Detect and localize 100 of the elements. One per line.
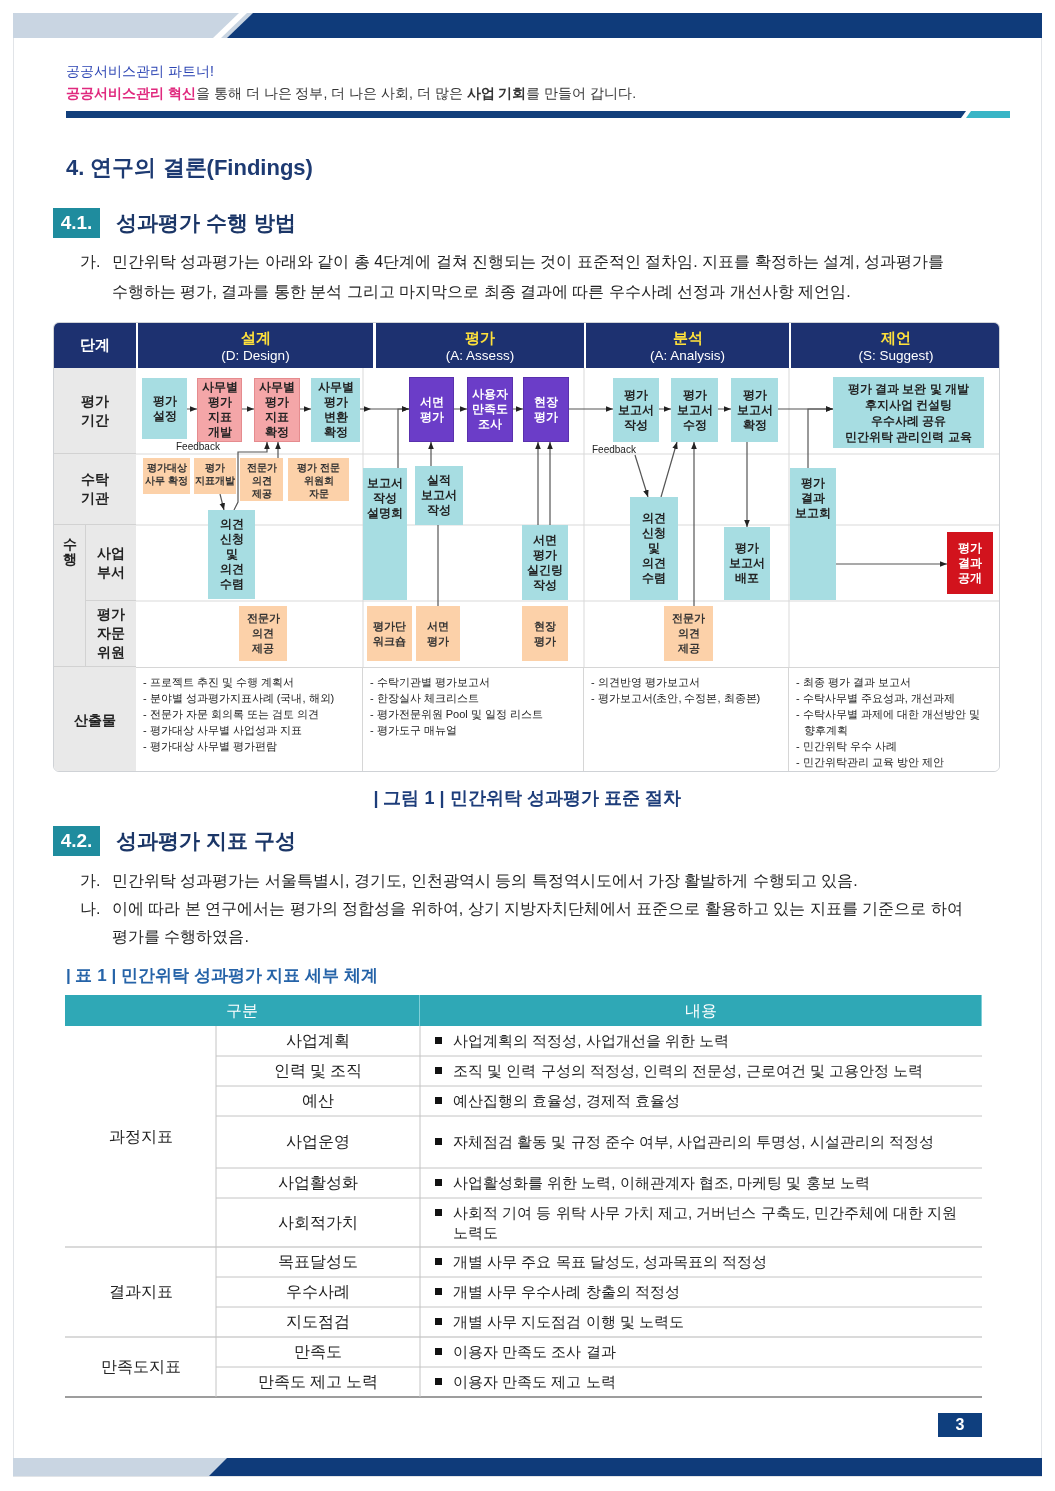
indicator-description: 개별 사무 우수사례 창출의 적정성 [453,1282,680,1302]
feedback-label: Feedback [176,441,220,452]
indicator-description: 개별 사무 지도점검 이행 및 노력도 [453,1312,684,1332]
arrow [512,406,524,412]
feedback-label: Feedback [592,444,641,455]
process-box [416,606,460,661]
box-label: 사무별 평가 지표 개발 [200,380,239,440]
lane-label: 평가 자문 위원 [96,605,126,662]
indicator-name: 사회적가치 [278,1212,358,1233]
category-label: 과정지표 [108,1126,173,1147]
output-item: - 분야별 성과평가지표사례 (국내, 해외) [143,691,335,706]
connector-line [437,524,439,607]
box-label: 의견 신청 및 의견 수렴 [641,511,667,586]
category-label: 만족도지표 [100,1357,181,1377]
arrow [275,441,281,459]
process-box [522,525,568,600]
arrow [233,441,270,511]
output-cell [363,667,584,771]
box-label: 평가단 워크숍 [372,618,407,649]
box-label: 실적 보고서 작성 [420,473,458,518]
process-box [947,532,993,594]
box-label: 전문가 의견 제공 [245,611,281,656]
paragraph: 민간위탁 성과평가는 아래와 같이 총 4단계에 걸쳐 진행되는 것이 표준적인 절차임. 지표를 확정하는 설계, 성과평가를 수행하는 평가, 결과를 통한 분석 그리고 마지막으로 최종 결과에 따른 우수사례 선정과 개선사항 제언임. [112,252,946,302]
lane-header [54,667,136,771]
table-header-cell: 내용 [420,995,982,1026]
indicator-name: 사업활성화 [278,1173,358,1193]
output-item: - 민간위탁관리 교육 방안 제안 [796,755,944,770]
list-marker: 나. [80,899,101,919]
stage-header [586,323,789,368]
box-label: 평가 결과 보고회 [794,476,832,522]
lane-label: 산출물 [74,710,116,730]
stage-header [138,323,373,368]
tagline-heading: 공공서비스관리 파트너! [66,62,214,80]
arrow [241,406,255,412]
table-caption: | 표 1 | 민간위탁 성과평가 지표 세부 체계 [66,965,378,987]
output-item: - 평가대상 사무별 평가편람 [143,739,277,754]
process-box [363,468,407,600]
process-box [522,606,568,661]
lane-label: 평가 기간 [80,391,110,430]
paragraph: 민간위탁 성과평가는 서울특별시, 경기도, 인천광역시 등의 특정역시도에서 가장 활발하게 수행되고 있음. [112,871,859,891]
category-label: 결과지표 [108,1282,173,1302]
arrow [717,406,732,412]
output-item: - 한장실사 체크리스트 [370,691,479,706]
arrow [299,406,312,412]
stage-subtitle: (A: Assess) [445,346,515,364]
process-box [664,606,713,661]
output-item: - 수탁사무별 주요성과, 개선과제 [796,691,955,706]
box-label: 사무별 평가 변환 확정 [316,380,355,440]
lane-header [54,525,86,667]
process-box [671,378,718,442]
box-label: 민간위탁 관리인력 교육 [845,429,972,445]
stage-title: 제언 [881,327,911,347]
lane-label: 수탁 기관 [80,470,110,508]
process-box [630,497,678,600]
lane-label: 수행 [62,537,77,570]
box-label: 평가 보고서 작성 [617,387,655,433]
stage-header [54,323,136,368]
box-label: 평가 보고서 수정 [675,387,714,433]
indicator-description: 사업계획의 적정성, 사업개선을 위한 노력 [453,1031,729,1051]
output-item: - 민간위탁 우수 사례 [796,739,897,754]
arrow [186,406,198,412]
indicator-description: 자체점검 활동 및 규정 준수 여부, 사업관리의 투명성, 시설관리의 적정성 [453,1132,934,1152]
process-box [208,510,255,599]
indicator-name: 목표달성도 [278,1252,358,1272]
stage-title: 설계 [240,327,271,347]
page-number: 3 [938,1413,982,1437]
box-label: 평가 설정 [151,393,178,424]
process-box [367,606,412,661]
indicator-description: 이용자 만족도 조사 결과 [453,1342,616,1362]
arrow [547,441,553,526]
stage-header [791,323,999,368]
process-box [790,468,836,600]
arrow [691,441,697,607]
output-item: - 프로젝트 추진 및 수행 계획서 [143,675,294,690]
process-box [613,378,659,442]
output-item: - 최종 평가 결과 보고서 [796,675,911,690]
box-label: 의견 신청 및 의견 수렴 [218,517,245,592]
indicator-description: 예산집행의 효율성, 경제적 효율성 [453,1091,680,1111]
arrow [535,441,541,526]
list-marker: 가. [80,871,101,891]
indicator-description: 조직 및 인력 구성의 적정성, 인력의 전문성, 근로여건 및 고용안정 노력 [453,1061,923,1081]
lane-header [54,368,136,454]
box-label: 평가 결과 보완 및 개발 [848,381,969,397]
box-label: 전문가 의견 제공 [671,611,706,656]
stage-subtitle: (S: Suggest) [858,346,934,364]
box-label: 평가 보고서 배포 [728,541,766,586]
section-heading: 성과평가 지표 구성 [116,828,296,854]
indicator-description: 사회적 기여 등 위탁 사무 가치 제고, 거버넌스 구축도, 민간주체에 대한 지원 노력도 [453,1202,959,1243]
lane-label: 사업 부서 [96,543,126,582]
process-box [731,378,778,442]
arrow [397,406,410,469]
arrow [634,454,649,498]
arrow [835,561,948,567]
arrow [658,406,672,412]
output-item: - 전문가 자문 회의록 또는 검토 의견 [143,707,319,722]
section-heading: 성과평가 수행 방법 [116,210,296,236]
process-box [288,458,349,501]
indicator-description: 개별 사무 주요 목표 달성도, 성과목표의 적정성 [453,1252,768,1272]
box-label: 평가 전문 위원회 자문 [296,461,341,500]
box-label: 보고서 작성 설명회 [366,476,404,522]
